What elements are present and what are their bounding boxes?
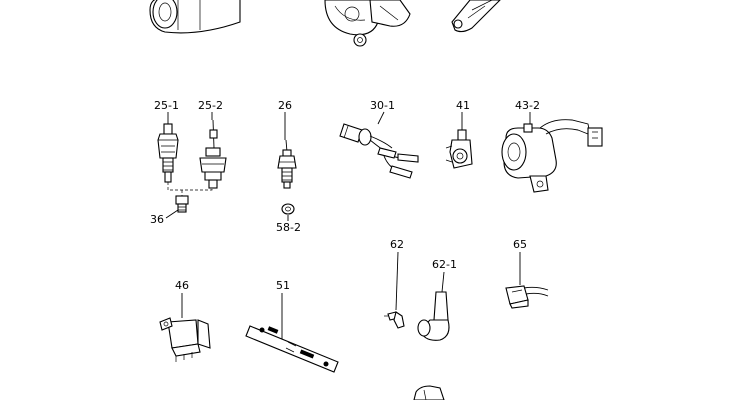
part-25-1-sender xyxy=(157,123,179,183)
label-65: 65 xyxy=(513,238,527,251)
part-26-sensor xyxy=(277,139,297,189)
label-62: 62 xyxy=(390,238,404,251)
label-58-2: 58-2 xyxy=(276,221,301,234)
label-25-1: 25-1 xyxy=(154,99,179,112)
part-25-2-switch xyxy=(199,119,227,189)
alternator-part xyxy=(324,0,411,47)
part-62-sensor xyxy=(384,311,405,329)
part-30-1-sensor xyxy=(339,123,419,179)
label-43-2: 43-2 xyxy=(515,99,540,112)
starter-motor-part xyxy=(149,0,241,34)
part-58-2-washer xyxy=(281,203,295,215)
part-51-plate xyxy=(245,325,339,373)
part-43-2-solenoid xyxy=(501,119,603,193)
part-36-plug xyxy=(175,195,189,213)
label-36: 36 xyxy=(150,213,164,226)
label-26: 26 xyxy=(278,99,292,112)
label-51: 51 xyxy=(276,279,290,292)
label-41: 41 xyxy=(456,99,470,112)
bottom-partial-part xyxy=(413,385,445,400)
label-46: 46 xyxy=(175,279,189,292)
label-62-1: 62-1 xyxy=(432,258,457,271)
label-25-2: 25-2 xyxy=(198,99,223,112)
part-65-connector xyxy=(505,285,549,309)
bracket-part xyxy=(451,0,501,33)
part-46-relay xyxy=(159,317,211,362)
label-30-1: 30-1 xyxy=(370,99,395,112)
part-41-unit xyxy=(445,129,473,169)
part-62-1-sensor xyxy=(417,291,450,341)
